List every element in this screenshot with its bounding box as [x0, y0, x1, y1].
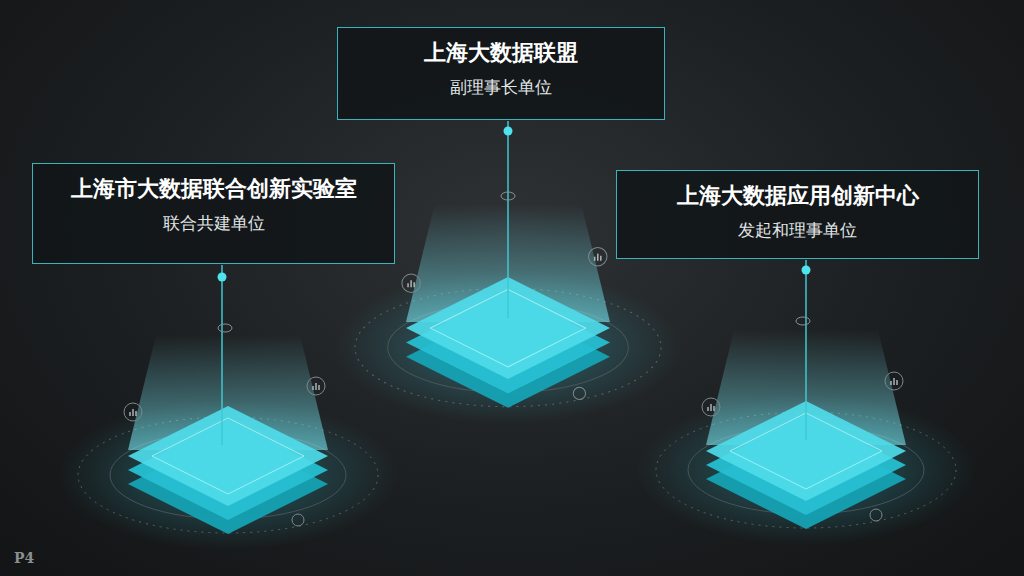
leader-line — [221, 265, 223, 445]
marker-ring — [218, 324, 232, 332]
org-name: 上海大数据联盟 — [354, 38, 648, 68]
leader-line — [507, 121, 509, 318]
org-name: 上海市大数据联合创新实验室 — [49, 174, 378, 204]
org-box: 上海大数据联盟副理事长单位 — [337, 27, 665, 120]
org-role: 副理事长单位 — [354, 74, 648, 100]
page-number: P4 — [14, 550, 34, 566]
org-box: 上海大数据应用创新中心发起和理事单位 — [616, 170, 979, 259]
leader-dot — [218, 273, 227, 282]
leader-dot — [802, 266, 811, 275]
leader-line — [805, 260, 807, 440]
marker-ring — [796, 317, 810, 325]
org-box: 上海市大数据联合创新实验室联合共建单位 — [32, 163, 395, 264]
org-role: 联合共建单位 — [49, 210, 378, 236]
layer-stack — [58, 335, 398, 550]
org-role: 发起和理事单位 — [633, 217, 962, 243]
marker-ring — [501, 192, 515, 200]
leader-dot — [504, 127, 513, 136]
org-name: 上海大数据应用创新中心 — [633, 181, 962, 211]
